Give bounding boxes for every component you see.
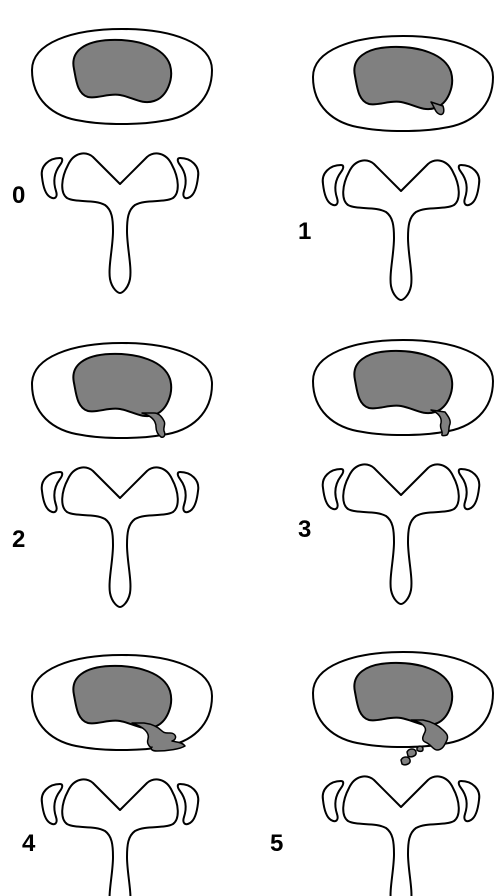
vertebral-arch: [62, 779, 178, 896]
vertebral-arch: [62, 467, 178, 607]
facet-left: [323, 469, 344, 509]
nucleus-pulposus: [73, 40, 171, 102]
annular-fissure: [407, 749, 416, 757]
facet-left: [42, 158, 63, 198]
stage-label-2: 2: [12, 528, 25, 552]
vertebra-stage-5: [313, 652, 493, 896]
nucleus-pulposus: [73, 354, 171, 416]
facet-left: [323, 165, 344, 205]
posterior-elements: [42, 467, 199, 607]
annular-fissure: [401, 757, 410, 765]
vertebral-arch: [343, 776, 459, 896]
stage-label-1: 1: [298, 220, 311, 244]
vertebra-stage-4: [32, 655, 212, 896]
vertebra-stage-3: [313, 340, 493, 604]
vertebra-stage-2: [32, 343, 212, 607]
vertebral-arch: [62, 153, 178, 293]
stage-label-5: 5: [270, 832, 283, 856]
facet-right: [178, 158, 199, 198]
nucleus-pulposus: [73, 666, 171, 728]
facet-left: [42, 784, 63, 824]
nucleus-pulposus: [354, 351, 452, 413]
vertebra-stage-1: [313, 36, 493, 300]
facet-right: [178, 784, 199, 824]
annular-fissure: [417, 746, 423, 751]
vertebral-arch: [343, 464, 459, 604]
posterior-elements: [323, 160, 480, 300]
facet-right: [459, 165, 480, 205]
stage-label-0: 0: [12, 184, 25, 208]
vertebral-arch: [343, 160, 459, 300]
posterior-elements: [42, 153, 199, 293]
vertebra-stage-0: [32, 29, 212, 293]
facet-right: [459, 781, 480, 821]
posterior-elements: [42, 779, 199, 896]
posterior-elements: [323, 464, 480, 604]
nucleus-pulposus: [354, 47, 452, 109]
facet-left: [323, 781, 344, 821]
facet-left: [42, 472, 63, 512]
facet-right: [459, 469, 480, 509]
nucleus-pulposus: [354, 663, 452, 725]
facet-right: [178, 472, 199, 512]
stage-label-3: 3: [298, 518, 311, 542]
stage-label-4: 4: [22, 832, 35, 856]
posterior-elements: [323, 776, 480, 896]
